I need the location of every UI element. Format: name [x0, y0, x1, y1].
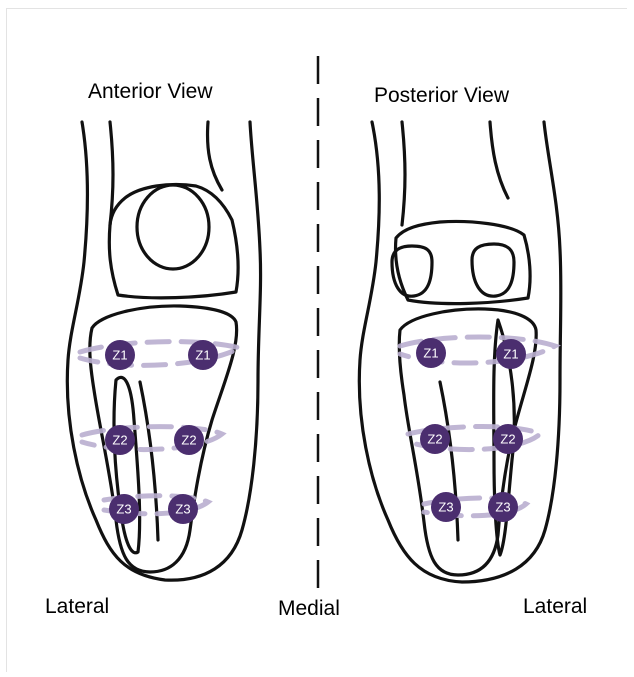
- zone-label: Z1: [195, 348, 210, 363]
- anterior-knee: Z1 Z1 Z2 Z2 Z3 Z3: [67, 122, 260, 580]
- zone-label: Z1: [112, 348, 127, 363]
- posterior-leg-outline: [359, 122, 561, 582]
- posterior-zone-marker: Z2: [493, 424, 523, 454]
- anterior-zone-marker: Z2: [174, 425, 204, 455]
- zone-label: Z3: [495, 500, 510, 515]
- posterior-zone-marker: Z3: [431, 492, 461, 522]
- anterior-tibia-inner: [140, 382, 158, 540]
- zone-label: Z3: [438, 500, 453, 515]
- zone-label: Z2: [112, 433, 127, 448]
- posterior-zone-marker: Z1: [416, 338, 446, 368]
- posterior-zone-marker: Z2: [420, 424, 450, 454]
- posterior-zone-marker: Z1: [496, 339, 526, 369]
- anterior-patella: [137, 185, 209, 269]
- anterior-zone-marker: Z1: [105, 340, 135, 370]
- anterior-zone-marker: Z2: [105, 425, 135, 455]
- posterior-femoral-condyle: [396, 222, 531, 304]
- zone-label: Z1: [503, 347, 518, 362]
- zone-label: Z1: [423, 346, 438, 361]
- anterior-femoral-condyle: [109, 185, 238, 298]
- anterior-femur-right: [208, 122, 222, 190]
- anterior-zone-marker: Z3: [168, 494, 198, 524]
- anterior-zone-marker: Z3: [109, 494, 139, 524]
- zone-label: Z3: [175, 502, 190, 517]
- anterior-zone-marker: Z1: [188, 340, 218, 370]
- zone-label: Z2: [181, 433, 196, 448]
- posterior-femur-right: [490, 122, 508, 198]
- posterior-knee: Z1 Z1 Z2 Z2 Z3 Z3: [359, 122, 561, 582]
- posterior-zone-marker: Z3: [488, 492, 518, 522]
- zone-label: Z2: [427, 432, 442, 447]
- zone-label: Z2: [500, 432, 515, 447]
- anterior-femur-left: [110, 122, 113, 225]
- posterior-femur-left: [402, 122, 405, 225]
- posterior-lateral-condyle: [472, 244, 514, 296]
- zone-label: Z3: [116, 502, 131, 517]
